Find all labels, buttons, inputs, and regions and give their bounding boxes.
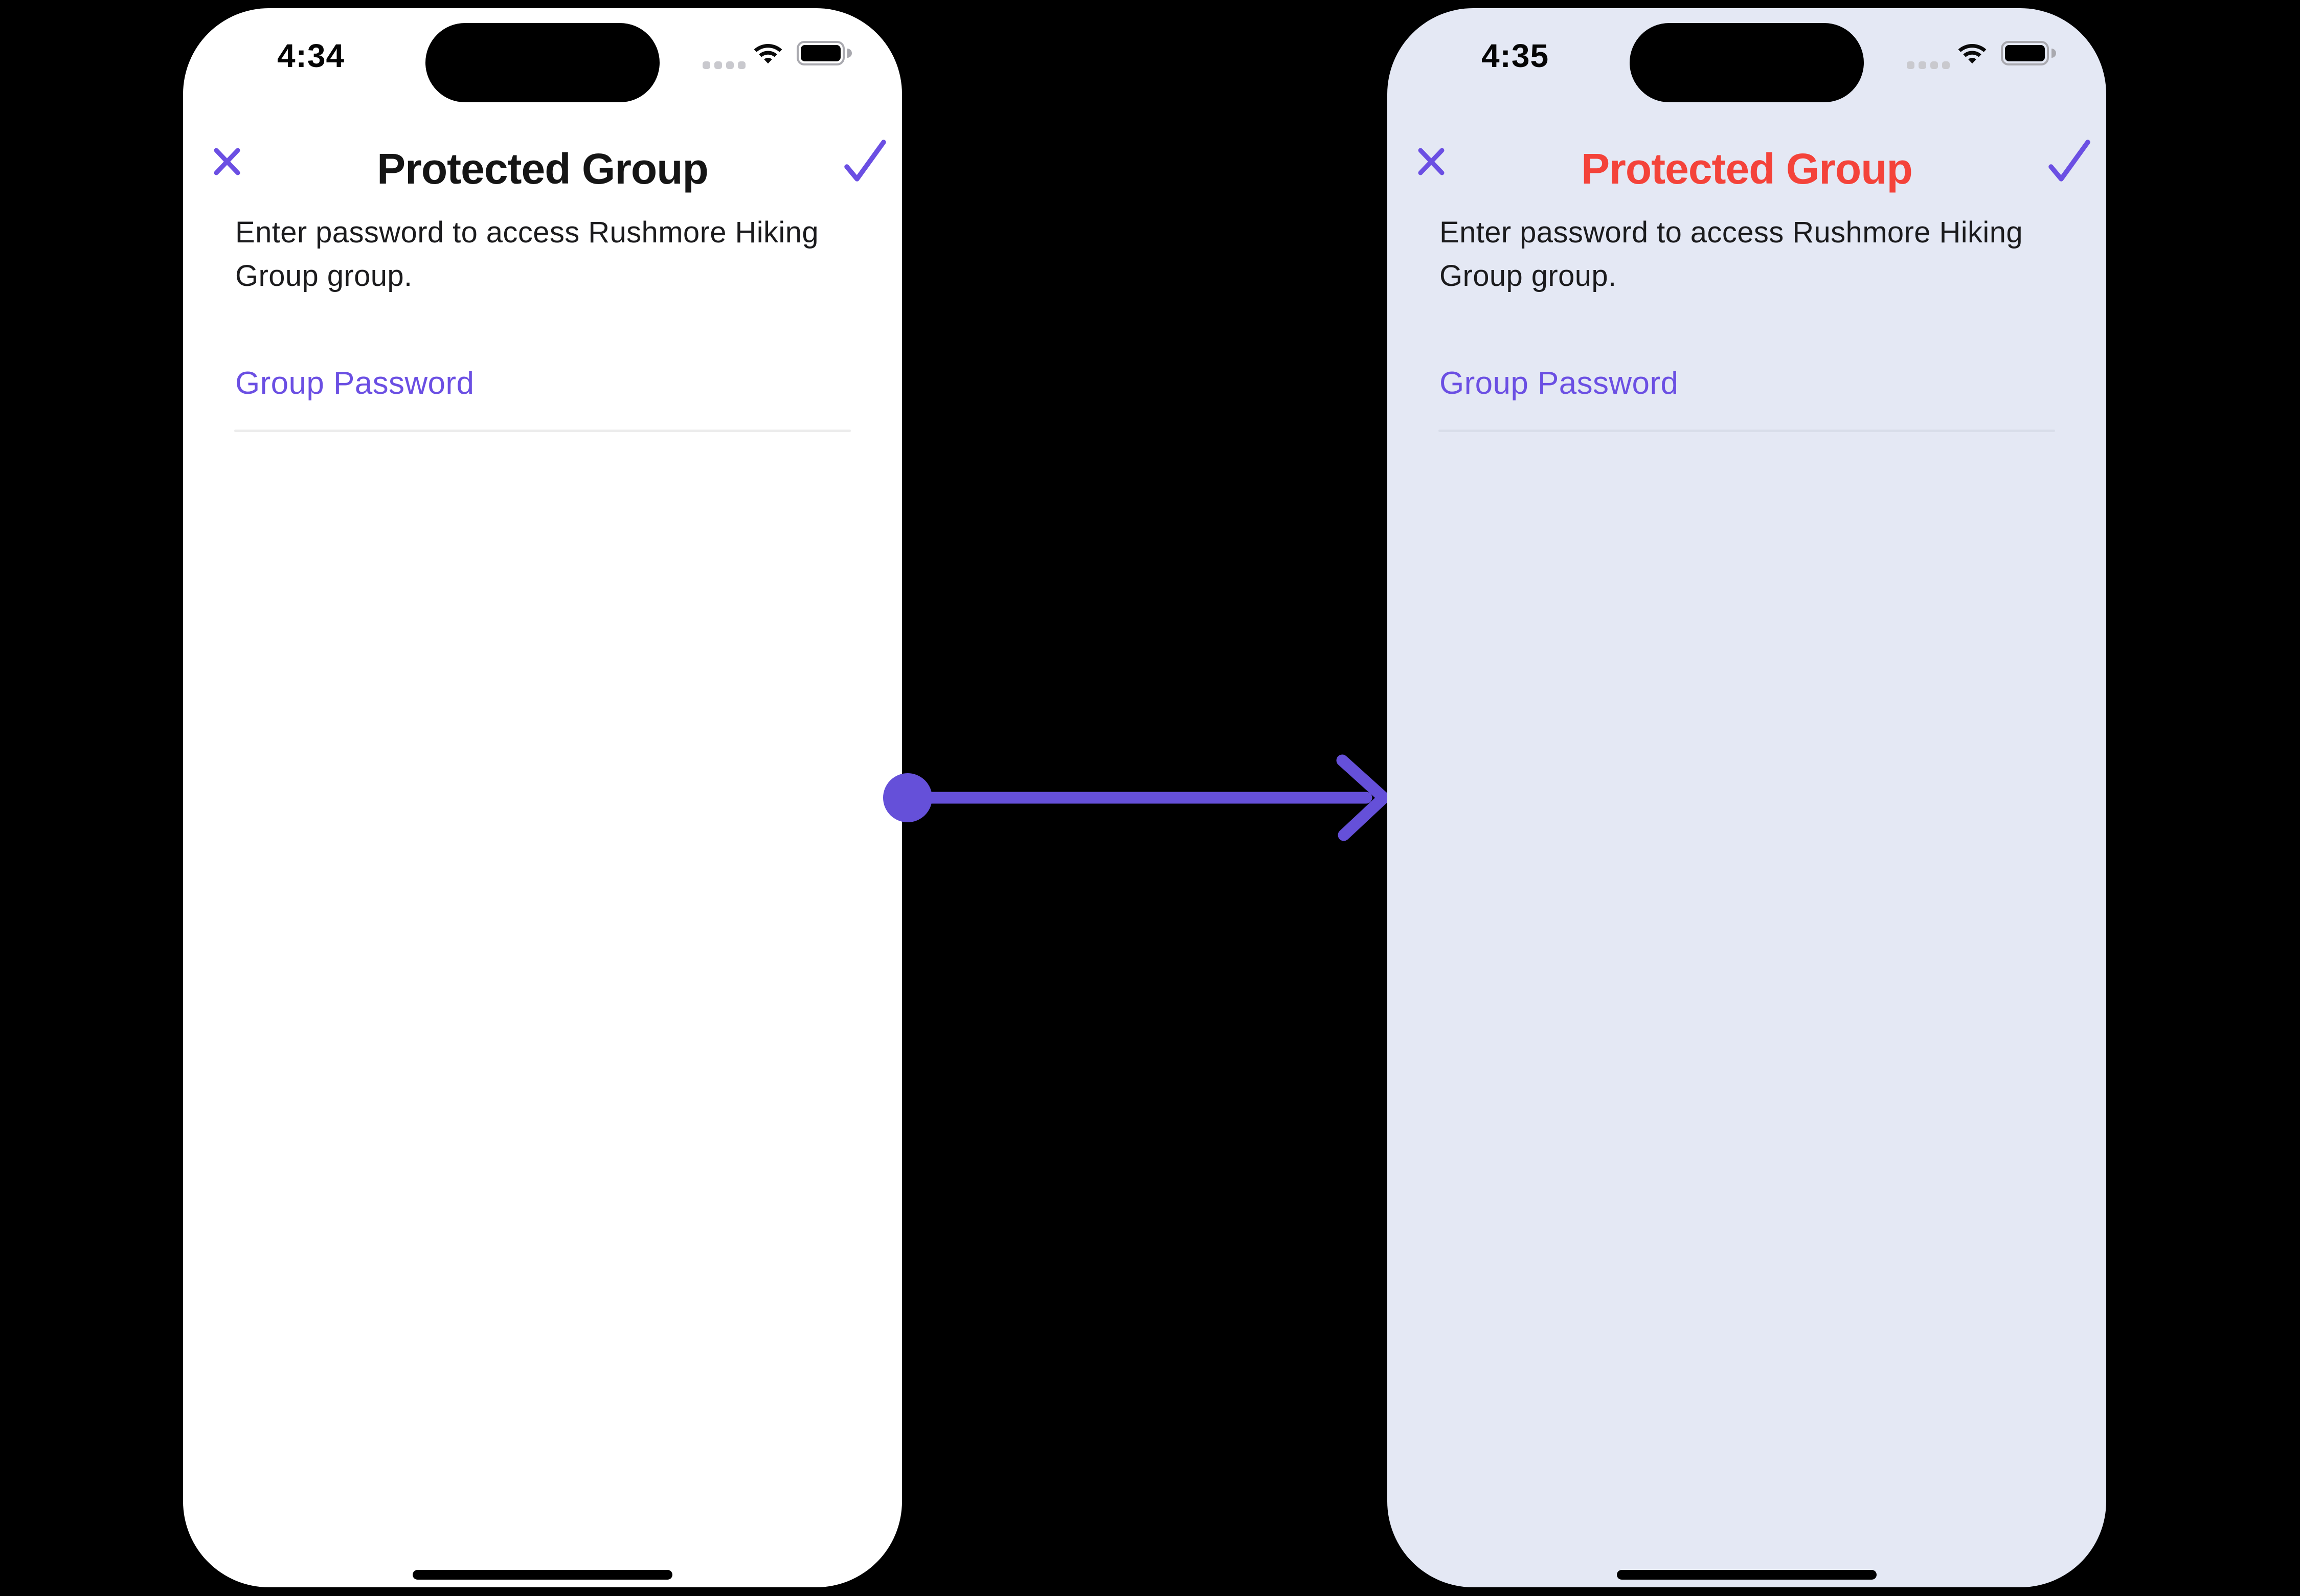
modal-title: Protected Group: [1581, 145, 1913, 193]
confirm-button[interactable]: [843, 137, 888, 184]
phone-mockup-before: 4:34 Protected Group Enter password to a…: [183, 8, 902, 1587]
x-icon: [1418, 148, 1445, 175]
modal-title: Protected Group: [377, 145, 709, 193]
home-indicator[interactable]: [413, 1570, 672, 1580]
checkmark-icon: [2048, 140, 2090, 182]
modal-description: Enter password to access Rushmore Hiking…: [235, 216, 819, 293]
password-field-underline: [234, 430, 851, 432]
checkmark-icon: [844, 140, 886, 182]
dynamic-island: [1630, 23, 1864, 102]
modal-description: Enter password to access Rushmore Hiking…: [1439, 216, 2023, 293]
password-field[interactable]: Group Password: [183, 361, 902, 438]
transition-arrow-icon: [883, 754, 1390, 841]
status-time: 4:35: [1481, 37, 1549, 74]
confirm-button[interactable]: [2047, 137, 2092, 184]
status-time: 4:34: [277, 37, 345, 74]
phone-mockup-after: 4:35 Protected Group Enter password to a…: [1387, 8, 2106, 1587]
password-field[interactable]: Group Password: [1387, 361, 2106, 438]
cellular-signal-icon: [703, 61, 746, 69]
cellular-signal-icon: [1907, 61, 1950, 69]
close-button[interactable]: [1416, 146, 1447, 177]
password-field-underline: [1438, 430, 2055, 432]
battery-icon: [2001, 41, 2049, 65]
wifi-icon: [754, 44, 782, 64]
wifi-icon: [1958, 44, 1987, 64]
home-indicator[interactable]: [1617, 1570, 1877, 1580]
password-field-label: Group Password: [1439, 366, 1679, 401]
password-field-label: Group Password: [235, 366, 475, 401]
dynamic-island: [425, 23, 660, 102]
x-icon: [214, 148, 240, 175]
battery-nub: [2051, 49, 2056, 58]
battery-icon: [797, 41, 845, 65]
close-button[interactable]: [212, 146, 242, 177]
battery-nub: [847, 49, 852, 58]
